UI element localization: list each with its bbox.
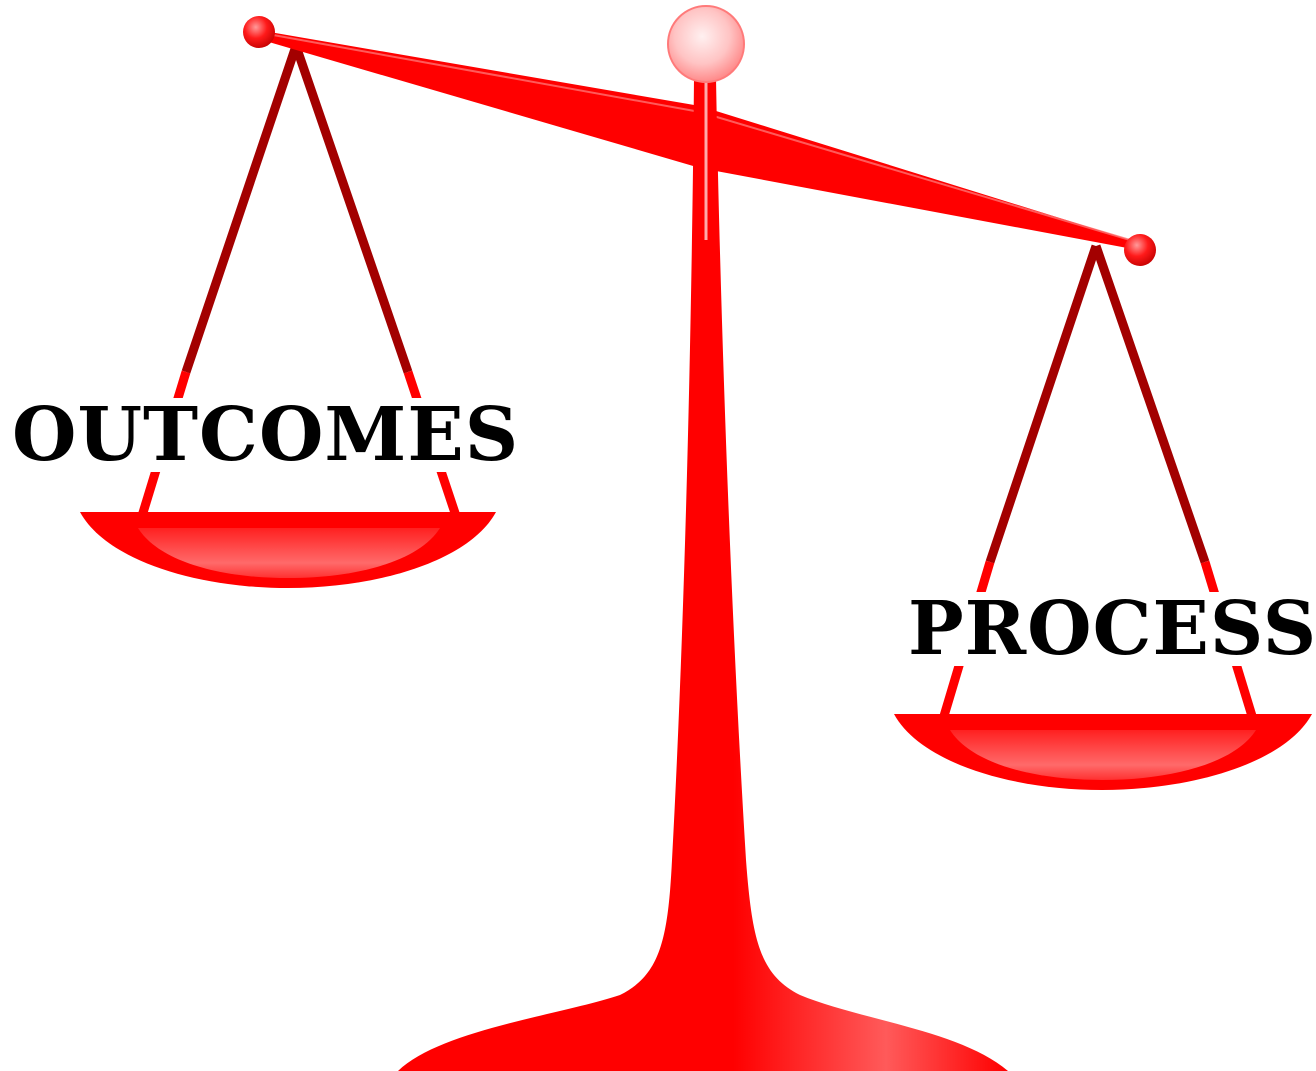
right-pan [894, 714, 1312, 790]
left-pan [80, 512, 496, 588]
left-beam-end-icon [243, 16, 275, 48]
pivot-knob-icon [667, 5, 745, 83]
right-beam-end-icon [1124, 234, 1156, 266]
process-label: PROCESS [904, 592, 1316, 666]
outcomes-label: OUTCOMES [8, 398, 524, 472]
scale-post [398, 78, 1008, 1071]
